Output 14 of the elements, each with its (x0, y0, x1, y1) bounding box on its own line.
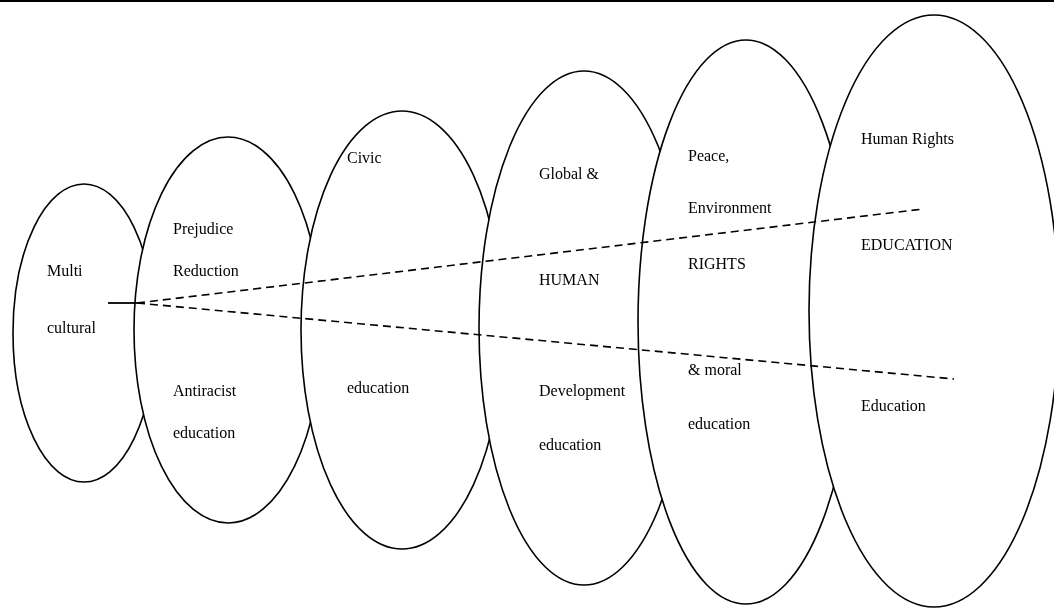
ellipse-label: RIGHTS (688, 254, 747, 274)
ellipse-label: Global & (539, 164, 600, 184)
ellipse-label: & moral education (688, 360, 752, 434)
ellipse-label: Prejudice Reduction (173, 219, 240, 281)
ellipse-label: Development education (539, 381, 627, 455)
ellipse-label: EDUCATION (861, 235, 954, 255)
ellipse-label: Antiracist education (173, 381, 238, 443)
ellipse-label: Civic (347, 148, 383, 168)
ellipse-label: Education (861, 396, 927, 416)
ellipse-label: HUMAN (539, 270, 601, 290)
ellipse-label: Human Rights (861, 129, 955, 149)
ellipse-label: Peace, Environment (688, 146, 773, 218)
ellipse-label: education (347, 378, 411, 398)
ellipse-label: Multi cultural (47, 261, 97, 338)
